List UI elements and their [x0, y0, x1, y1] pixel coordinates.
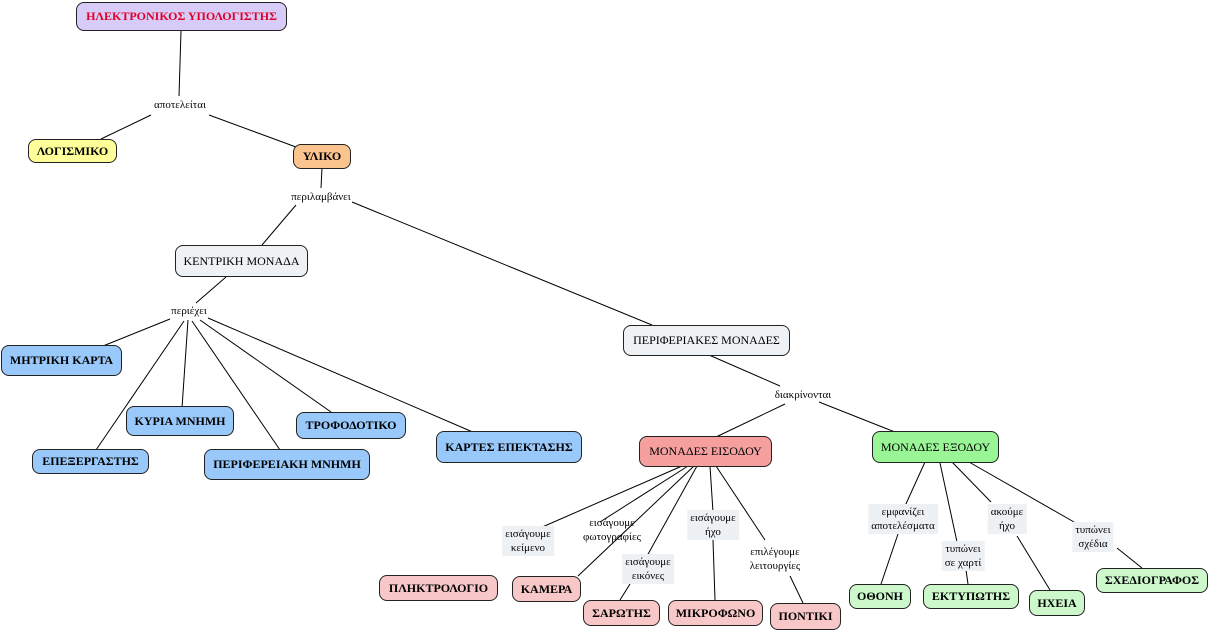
edge [965, 569, 969, 585]
edge [199, 319, 332, 413]
edge [1116, 547, 1143, 569]
link-label-line: εισάγουμε φωτογραφίες [583, 517, 641, 543]
edge [715, 465, 766, 541]
edge [181, 319, 189, 409]
edge [818, 401, 896, 433]
link-label-print-drawings: τυπώνει σχέδια [1072, 522, 1114, 552]
link-label-print-paper: τυπώνει σε χαρτί [941, 541, 985, 571]
node-hardware: ΥΛΙΚΟ [293, 144, 351, 169]
link-label-enter-text: εισάγουμε κείμενο [502, 526, 554, 556]
edge [709, 465, 714, 513]
edge [619, 583, 631, 601]
edge [178, 30, 182, 97]
edge [880, 533, 899, 585]
node-output-units: ΜΟΝΑΔΕΣ ΕΞΟΔΟΥ [872, 431, 999, 463]
link-label-select-functions: επιλέγουμε λειτουργίες [750, 545, 801, 573]
node-power-supply: ΤΡΟΦΟΔΟΤΙΚΟ [296, 412, 406, 439]
edge [351, 201, 653, 326]
node-motherboard: ΜΗΤΡΙΚΗ ΚΑΡΤΑ [1, 345, 122, 376]
edge [904, 461, 926, 507]
link-label-contains: περιέχει [171, 305, 207, 317]
edge [708, 354, 781, 387]
link-label-enter-images: εισάγουμε εικόνες [622, 554, 674, 584]
link-label-enter-sound: εισάγουμε ήχο [687, 510, 739, 540]
node-computer: ΗΛΕΚΤΡΟΝΙΚΟΣ ΥΠΟΛΟΓΙΣΤΗΣ [76, 2, 287, 31]
link-label-line: ακούμε ήχο [990, 506, 1024, 532]
link-label-enter-photos: εισάγουμε φωτογραφίες [583, 516, 641, 544]
link-label-line: επιλέγουμε λειτουργίες [749, 546, 801, 572]
edge [599, 465, 689, 523]
node-software: ΛΟΓΙΣΜΙΚΟ [28, 139, 117, 163]
edge [951, 461, 992, 503]
node-plotter: ΣΧΕΔΙΟΓΡΑΦΟΣ [1096, 568, 1208, 593]
node-screen: ΟΘΟΝΗ [849, 584, 911, 609]
link-label-line: τυπώνει σχέδια [1075, 524, 1111, 550]
edge [195, 276, 227, 304]
link-label-line: εισάγουμε ήχο [690, 512, 736, 538]
node-scanner: ΣΑΡΩΤΗΣ [583, 600, 660, 626]
edge [95, 320, 185, 451]
node-speakers: ΗΧΕΙΑ [1029, 590, 1085, 616]
edge [939, 462, 958, 543]
edge [646, 465, 698, 557]
node-printer: ΕΚΤΥΠΩΤΗΣ [923, 584, 1019, 609]
node-expansion-cards: ΚΑΡΤΕΣ ΕΠΕΚΤΑΣΗΣ [436, 431, 582, 463]
node-processor: ΕΠΕΞΕΡΓΑΣΤΗΣ [32, 449, 149, 474]
edge [100, 114, 152, 140]
node-peripheral-units: ΠΕΡΙΦΕΡΙΑΚΕΣ ΜΟΝΑΔΕΣ [623, 325, 790, 356]
edge [191, 320, 281, 451]
edge [208, 114, 297, 148]
node-central-unit: ΚΕΝΤΡΙΚΗ ΜΟΝΑΔΑ [175, 245, 308, 277]
link-label-consists-of: αποτελείται [154, 99, 206, 111]
edge [789, 575, 804, 604]
link-label-line: εμφανίζει αποτελέσματα [871, 506, 935, 532]
node-camera: ΚΑΜΕΡΑ [512, 576, 581, 602]
link-label-line: εισάγουμε κείμενο [505, 528, 551, 554]
link-label-line: εισάγουμε εικόνες [625, 556, 671, 582]
link-label-includes: περιλαμβάνει [291, 191, 351, 203]
node-keyboard: ΠΛΗΚΤΡΟΛΟΓΙΟ [379, 575, 498, 601]
link-label-line: τυπώνει σε χαρτί [944, 543, 982, 569]
node-microphone: ΜΙΚΡΟΦΩΝΟ [668, 600, 763, 626]
edge [102, 318, 171, 347]
edge [577, 465, 695, 577]
node-mouse: ΠΟΝΤΙΚΙ [770, 603, 841, 630]
edge [715, 403, 786, 438]
edge [961, 457, 1075, 523]
edge [539, 465, 683, 529]
edge [320, 167, 323, 189]
link-label-are-divided: διακρίνονται [774, 389, 832, 401]
edge [207, 317, 476, 434]
node-input-units: ΜΟΝΑΔΕΣ ΕΙΣΟΔΟΥ [639, 436, 772, 467]
node-peripheral-memory: ΠΕΡΙΦΕΡΕΙΑΚΗ ΜΝΗΜΗ [204, 449, 370, 480]
edge [1016, 535, 1051, 591]
link-label-hear-sound: ακούμε ήχο [987, 504, 1027, 534]
edge [261, 204, 297, 246]
edge [712, 539, 716, 601]
link-label-show-results: εμφανίζει αποτελέσματα [868, 504, 938, 534]
node-main-memory: ΚΥΡΙΑ ΜΝΗΜΗ [126, 406, 234, 436]
